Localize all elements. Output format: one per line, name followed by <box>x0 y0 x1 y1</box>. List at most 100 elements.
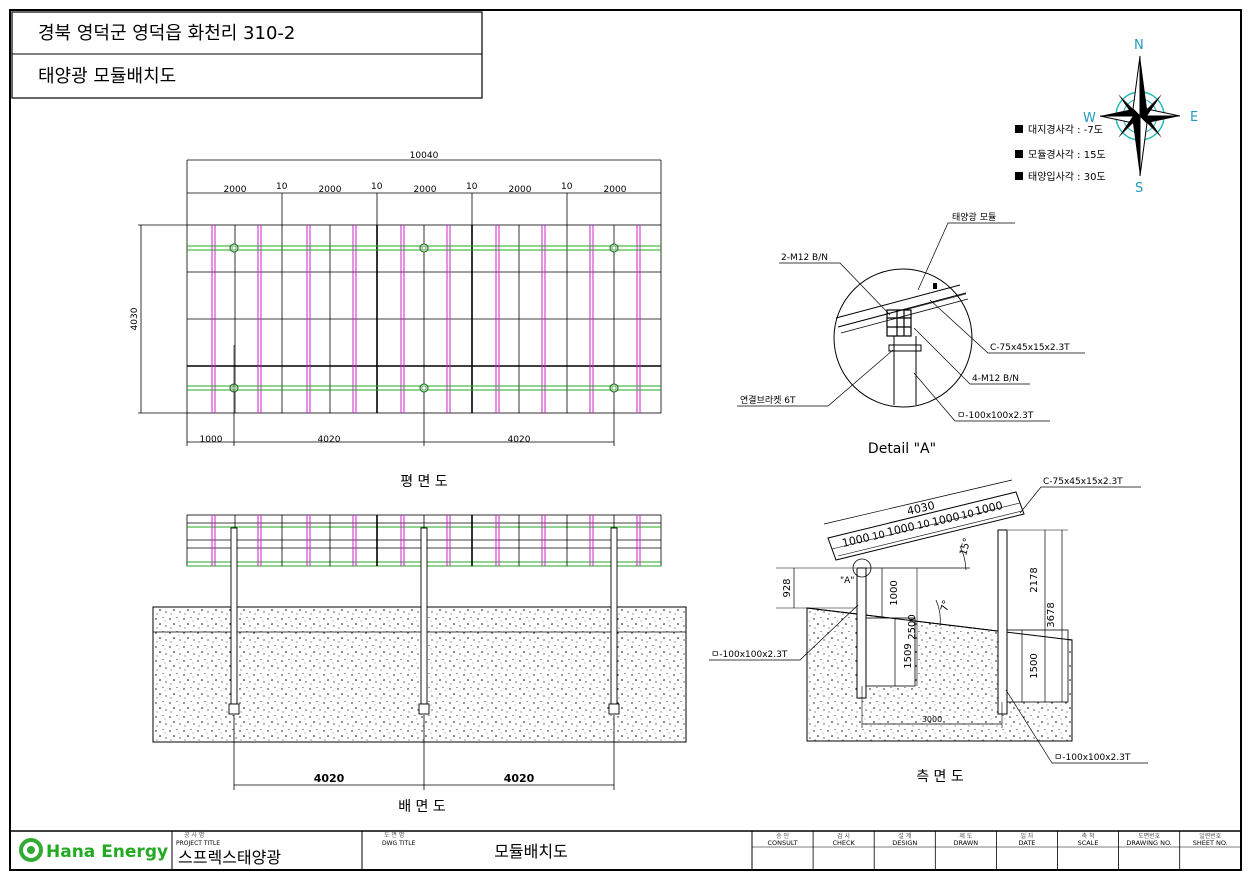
tb-cell-kr: 검 사 <box>837 832 850 840</box>
side-dim-2178: 2178 <box>1029 567 1040 592</box>
rear-post-foot <box>608 703 620 715</box>
tb-cell-en: DESIGN <box>892 839 917 847</box>
plan-dim-edge: 1000 <box>200 435 223 445</box>
tb-cell-en: CONSULT <box>767 839 797 847</box>
side-dim-3000: 3000 <box>922 715 942 724</box>
side-post-left: ㅁ-100x100x2.3T <box>711 650 788 660</box>
title-block: Hana Energy 공 사 명 PROJECT TITLE 스프렉스태양광 … <box>10 830 1241 870</box>
side-segment-label: 10 <box>960 508 975 522</box>
tb-cell-kr: 일 자 <box>1020 832 1033 840</box>
plan-post-icon <box>421 385 427 391</box>
detail-bolt-1: 2-M12 B/N <box>781 253 828 263</box>
dwg-name: 모듈배치도 <box>494 842 568 861</box>
side-caption: 측 면 도 <box>916 769 964 785</box>
tb-cell-en: DRAWN <box>954 839 979 847</box>
plan-post-icon <box>419 383 429 393</box>
plan-panel-width: 2000 <box>509 185 532 195</box>
rear-dim-1: 4020 <box>314 772 345 785</box>
plan-post-icon <box>609 383 619 393</box>
side-segment-label: 1000 <box>974 499 1004 518</box>
plan-post-icon <box>229 243 239 253</box>
angle-legend: 대지경사각 : -7도 모듈경사각 : 15도 태양입사각 : 30도 <box>1015 123 1106 183</box>
tb-cell-en: DATE <box>1018 839 1035 847</box>
project-label-en: PROJECT TITLE <box>176 840 220 847</box>
detail-bolt-2: 4-M12 B/N <box>972 374 1019 384</box>
plan-panel-width: 2000 <box>414 185 437 195</box>
side-dim-928: 928 <box>782 578 793 597</box>
hana-energy-logo-icon <box>19 838 43 862</box>
plan-gap-label: 10 <box>276 182 288 192</box>
side-module-length: 4030 <box>906 499 936 518</box>
compass-icon: N E S W <box>1083 38 1198 196</box>
compass-n: N <box>1134 38 1144 53</box>
side-segment-label: 1000 <box>931 510 961 529</box>
dwg-label-kr: 도 면 명 <box>384 831 404 839</box>
tb-cell-kr: 설 계 <box>898 832 911 840</box>
plan-post-icon <box>419 243 429 253</box>
detail-bracket: 연결브라켓 6T <box>740 395 796 406</box>
rear-post <box>230 527 238 705</box>
tb-cell-en: SCALE <box>1078 839 1099 847</box>
rear-post-foot <box>228 703 240 715</box>
rear-view: 4020 4020 배 면 도 <box>152 514 687 815</box>
plan-dim-span-2: 4020 <box>508 435 531 445</box>
compass-s: S <box>1135 181 1143 196</box>
side-dim-1500: 1500 <box>1029 653 1040 678</box>
angle-sun: 태양입사각 : 30도 <box>1028 170 1106 183</box>
side-post-right: ㅁ-100x100x2.3T <box>1054 753 1131 763</box>
detail-channel: C-75x45x15x2.3T <box>990 343 1070 353</box>
sheet-border <box>9 9 1242 871</box>
tb-cell-kr: 일련번호 <box>1199 832 1222 840</box>
tb-cell-en: CHECK <box>832 839 855 847</box>
company-name: Hana Energy <box>46 842 168 862</box>
rear-caption: 배 면 도 <box>398 799 446 815</box>
plan-post-icon <box>231 245 237 251</box>
side-angle-ground: 7° <box>939 599 953 613</box>
detail-module-label: 태양광 모듈 <box>952 211 996 223</box>
plan-gap-label: 10 <box>371 182 383 192</box>
rear-post-foot <box>418 703 430 715</box>
angle-module: 모듈경사각 : 15도 <box>1028 148 1106 161</box>
side-segment-label: 1000 <box>886 520 916 539</box>
tb-cell-kr: 승 인 <box>776 833 789 840</box>
project-name: 스프렉스태양광 <box>178 848 281 867</box>
detail-post: ㅁ-100x100x2.3T <box>957 411 1034 421</box>
plan-total-width: 10040 <box>410 151 439 161</box>
side-segment-label: 1000 <box>841 531 871 550</box>
tb-cell-kr: 축 척 <box>1082 832 1095 840</box>
tb-cell-en: SHEET NO. <box>1193 839 1228 847</box>
side-dim-1509: 1509 <box>903 643 914 668</box>
plan-caption: 평 면 도 <box>400 474 448 490</box>
rear-post <box>420 527 428 705</box>
tb-cell-kr: 도면번호 <box>1138 832 1161 840</box>
side-channel: C-75x45x15x2.3T <box>1043 477 1123 487</box>
site-address: 경북 영덕군 영덕읍 화천리 310-2 <box>38 23 295 44</box>
detail-caption: Detail "A" <box>868 441 936 457</box>
header-box: 경북 영덕군 영덕읍 화천리 310-2 태양광 모듈배치도 <box>11 11 483 99</box>
plan-panel-width: 2000 <box>319 185 342 195</box>
detail-a: 태양광 모듈 2-M12 B/N C-75x45x15x2.3T 4-M12 B… <box>737 211 1085 457</box>
side-segment-label: 10 <box>916 518 931 532</box>
side-marker-a: "A" <box>840 576 854 586</box>
rear-dim-2: 4020 <box>504 772 535 785</box>
plan-post-icon <box>611 385 617 391</box>
plan-post-icon <box>421 245 427 251</box>
angle-ground: 대지경사각 : -7도 <box>1028 123 1103 136</box>
drawing-heading: 태양광 모듈배치도 <box>38 66 176 87</box>
dwg-label-en: DWG TITLE <box>382 840 416 847</box>
side-segment-label: 10 <box>871 529 886 543</box>
plan-panel-width: 2000 <box>604 185 627 195</box>
side-dim-1000: 1000 <box>889 580 900 605</box>
side-dim-2500: 2500 <box>907 614 918 639</box>
project-label-kr: 공 사 명 <box>184 831 204 839</box>
plan-gap-label: 10 <box>466 182 478 192</box>
plan-post-icon <box>611 245 617 251</box>
plan-post-icon <box>609 243 619 253</box>
plan-gap-label: 10 <box>561 182 573 192</box>
compass-e: E <box>1190 110 1198 125</box>
tb-cell-en: DRAWING NO. <box>1126 839 1171 847</box>
tb-cell-kr: 제 도 <box>959 832 972 840</box>
